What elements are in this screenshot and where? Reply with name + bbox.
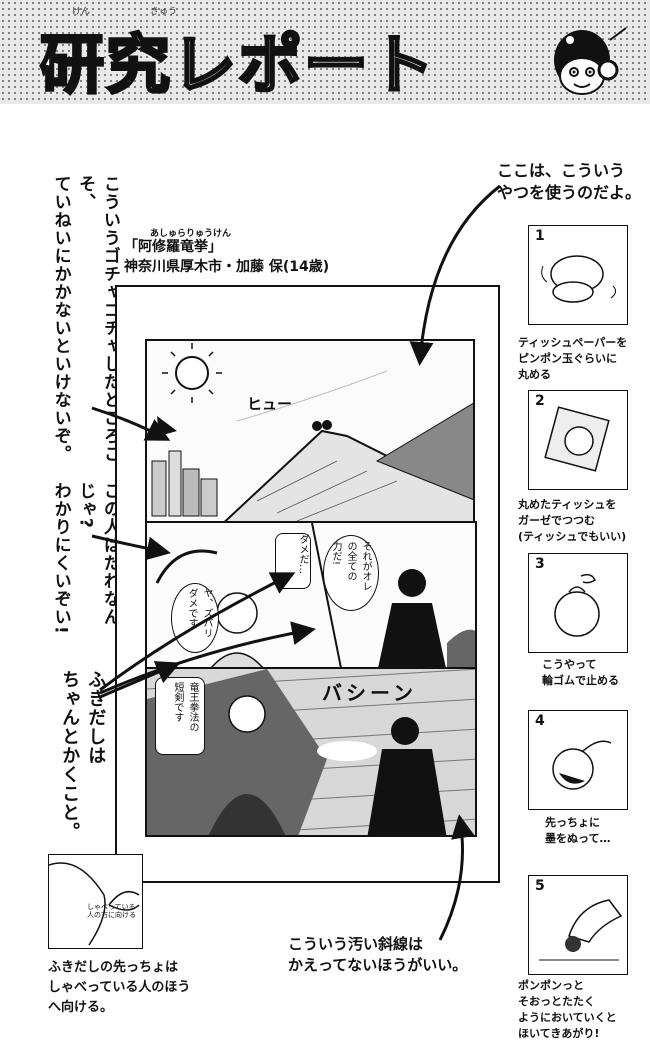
speech-bubble-1: ダメだ… [275,533,311,589]
tied-pouch-icon [554,573,600,637]
note-who-is-this: この人はだれなんじゃ? わかりにくいぞい! [50,482,120,635]
sfx-bashin: バシーン [322,681,417,705]
ink-pouch-icon [552,740,612,790]
note-messy-area: こういうゴチャゴチャしたところこそ、 ていねいにかかないといけないぞ。 [50,175,120,463]
speech-bubble-3: それがオレの全ての力だ! [323,535,379,611]
panel-landscape: ヒュー [145,339,475,527]
step-5-number: 5 [535,878,545,894]
step-2-number: 2 [535,393,545,409]
dabbing-hand-icon [539,899,623,961]
step-1-box: 1 [528,225,628,325]
step-4-caption: 先っちょに墨をぬって… [545,816,611,845]
step-1-number: 1 [535,228,545,244]
step-5-caption: ポンポンっとそおっとたたくようにおいていくとほいてきあがり! [518,979,617,1040]
sfx-hyu: ヒュー [247,395,293,413]
header-screentone-band [0,0,650,104]
work-title: 「阿修羅竜挙」 [124,239,222,255]
speech-bubble-tip-diagram: しゃべっている 人の方に向ける [48,854,143,949]
title-ruby-ken: けん [72,7,91,17]
note-speech-bubbles: ふきだしは ちゃんとかくこと。 [59,670,107,841]
speech-bubble-4: 竜王拳法の短剣です [155,677,205,755]
step-1-caption: ティッシュペーパーをピンポン玉ぐらいに丸める [518,336,628,381]
author-credit: 神奈川県厚木市・加藤 保(14歳) [124,259,330,275]
gauze-wrap-icon [544,406,610,472]
hands-crumpling-icon [541,255,617,303]
step-2-box: 2 [528,390,628,490]
step-3-caption: こうやって輪ゴムで止める [542,658,619,687]
speech-bubble-2: ヤ、ズバリダメです [171,583,219,653]
step-2-caption: 丸めたティッシュをガーゼでつつむ(ティッシュでもいい) [518,498,627,543]
step-3-number: 3 [535,556,545,572]
mascot-icon [554,27,627,95]
step-4-box: 4 [528,710,628,810]
panel-dialogue: ダメだ… ヤ、ズバリダメです それがオレの全ての力だ! [145,521,477,671]
step-3-box: 3 [528,553,628,653]
title-ruby-kyu: きゅう [150,7,178,17]
note-top-right: ここは、こういう やつを使うのだよ。 [497,161,642,203]
note-bubble-tip: ふきだしの先っちょは しゃべっている人のほう へ向ける。 [48,960,191,1016]
note-hatching: こういう汚い斜線は かえってないほうがいい。 [288,935,468,974]
step-4-number: 4 [535,713,545,729]
manga-page: ヒュー ダメだ… ヤ、ズバリダメです それがオレの全ての力だ! [115,285,500,883]
step-5-box: 5 [528,875,628,975]
panel-action: バシーン 竜王拳法の短剣です [145,667,477,837]
work-title-ruby: あしゅらりゅうけん [150,229,232,239]
page-title: 研究レポート [39,28,436,105]
